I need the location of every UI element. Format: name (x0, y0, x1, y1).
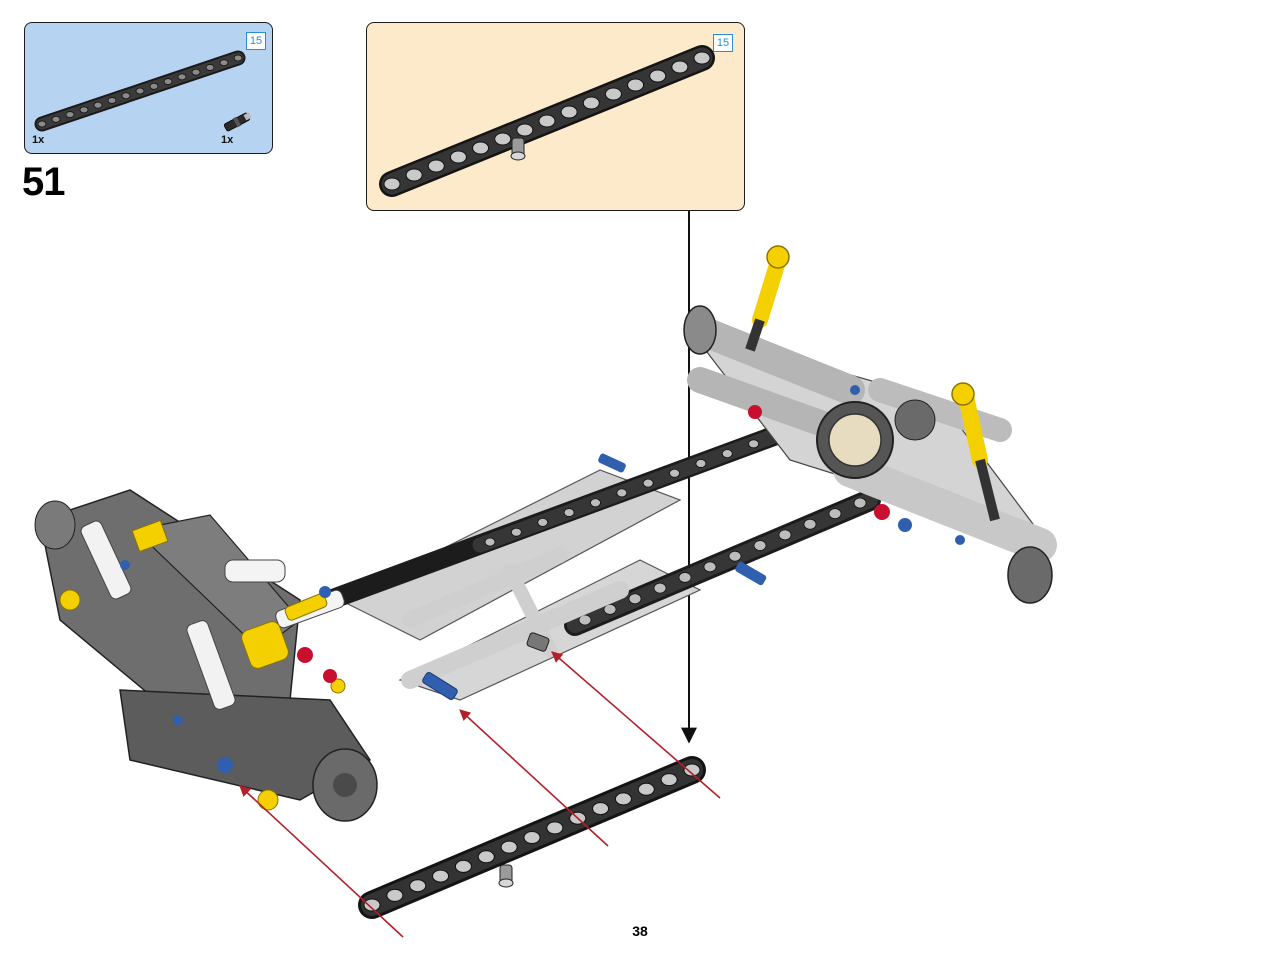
beam-hole (614, 792, 632, 806)
beam-hole (695, 459, 707, 468)
beam-hole (37, 120, 47, 128)
beam-hole (454, 859, 472, 873)
beam-hole (121, 92, 131, 100)
beam-hole (538, 114, 556, 128)
beam-hole (592, 802, 610, 816)
beam-hole (649, 69, 667, 83)
beam-hole (693, 51, 711, 65)
beam-hole (853, 497, 867, 509)
subassembly-beam-icon (379, 45, 715, 197)
beam-hole (191, 68, 201, 76)
subassembly-length-badge: 15 (713, 34, 733, 52)
beam-hole (703, 561, 717, 573)
beam-hole (177, 73, 187, 81)
beam-hole (778, 529, 792, 541)
beam-hole (135, 87, 145, 95)
beam-hole (383, 177, 401, 191)
gray-pin (526, 632, 550, 652)
beam-hole (828, 508, 842, 520)
beam-hole (683, 763, 701, 777)
beam-hole (603, 603, 617, 615)
beam-hole (494, 132, 512, 146)
beam-hole (660, 773, 678, 787)
beam-hole (523, 831, 541, 844)
parts-list-callout: 15 1x 1x (24, 22, 273, 154)
page-number: 38 (632, 923, 648, 939)
beam-hole (637, 782, 655, 796)
beam-hole (616, 488, 628, 498)
beam-hole (510, 527, 522, 537)
blue-axle-pin (422, 672, 458, 700)
beam-hole (604, 87, 622, 101)
beam-hole (472, 141, 490, 155)
beam-hole (149, 82, 159, 90)
beam-quantity: 1x (32, 134, 45, 146)
loose-beam-15 (358, 756, 706, 919)
beam-hole (107, 97, 117, 104)
beam-hole (803, 518, 817, 530)
beam-hole (728, 550, 742, 562)
beam-hole (432, 869, 450, 883)
beam-hole (627, 78, 645, 92)
beam-hole (578, 614, 592, 626)
beam-hole (642, 478, 654, 488)
rear-axle-assembly (598, 245, 1057, 604)
beam-hole (427, 159, 445, 173)
beam-hole (386, 888, 404, 902)
beam-hole (205, 64, 215, 71)
beam-hole (748, 439, 760, 449)
beam-hole (477, 850, 495, 864)
beam-hole (582, 96, 600, 110)
step-number: 51 (22, 160, 65, 204)
beam-hole (537, 517, 549, 527)
beam-hole (500, 840, 518, 854)
beam-hole (405, 168, 423, 182)
beam-hole (409, 879, 427, 893)
chassis-frame (320, 420, 881, 701)
beam-hole (449, 150, 467, 164)
beam-length-badge: 15 (246, 32, 266, 50)
axle-pin-icon (223, 112, 252, 132)
beam-hole (560, 105, 578, 119)
beam-hole (628, 593, 642, 605)
beam-hole (219, 59, 229, 67)
beam-hole (753, 540, 767, 551)
beam-hole (678, 572, 692, 583)
beam-hole (93, 101, 103, 109)
beam-hole (563, 508, 575, 517)
beam-hole (163, 78, 173, 85)
beam-hole (363, 898, 381, 912)
beam-hole (590, 498, 601, 508)
beam-hole (484, 537, 496, 547)
beam-hole (516, 123, 534, 137)
beam-hole (669, 468, 680, 478)
beam-hole (721, 449, 733, 459)
insertion-guides (239, 651, 721, 938)
front-steering-assembly (34, 489, 378, 822)
beam-hole (233, 54, 243, 62)
beam-hole (671, 60, 689, 74)
beam-hole (546, 821, 564, 835)
parts-beam-icon (34, 50, 246, 132)
beam-hole (51, 115, 61, 123)
beam-hole (79, 106, 89, 114)
beam-hole (653, 582, 667, 594)
subassembly-pin-icon (510, 137, 526, 161)
beam-hole (65, 111, 75, 118)
pin-quantity: 1x (221, 134, 234, 146)
